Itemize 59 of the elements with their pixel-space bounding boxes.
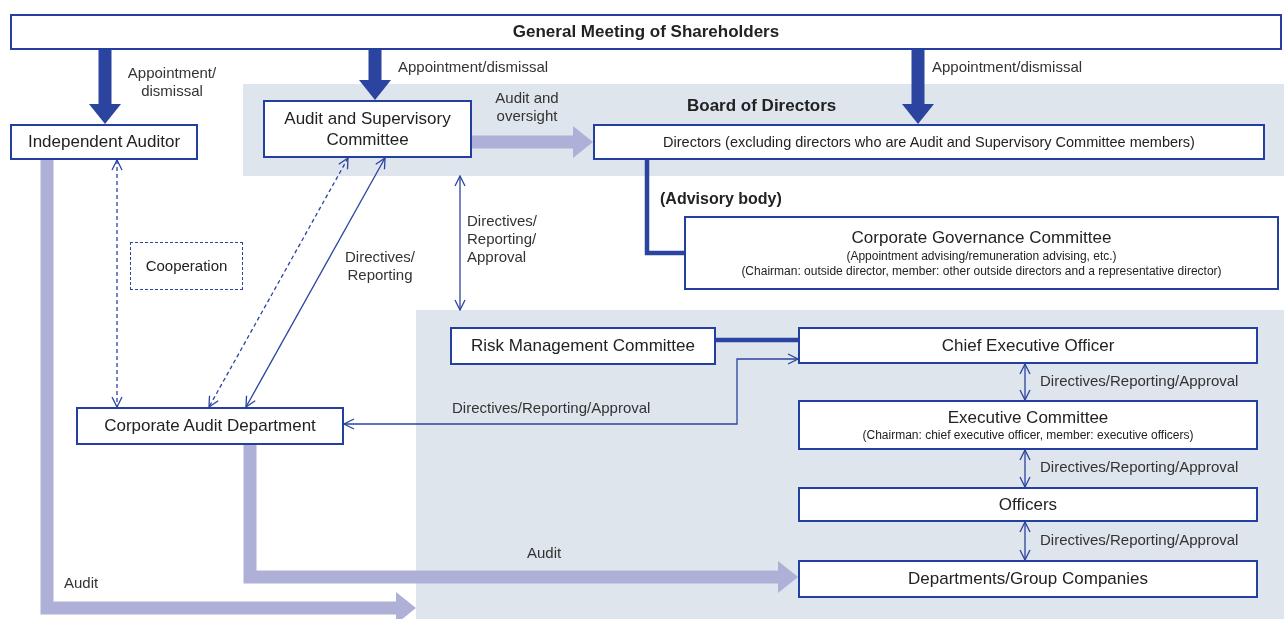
node-note: (Chairman: chief executive officer, member: executive officers) — [862, 428, 1194, 444]
edge-label: Directives/ Reporting/ Approval — [467, 212, 538, 266]
arrow — [1019, 363, 1031, 401]
edge-label: Directives/Reporting/Approval — [1040, 458, 1240, 476]
node-title: Departments/Group Companies — [908, 568, 1148, 590]
edge-label: Audit — [64, 574, 100, 592]
arrow — [208, 157, 349, 408]
arrow — [454, 175, 466, 311]
node-title: Corporate Governance Committee — [851, 227, 1112, 249]
arrow — [1019, 521, 1031, 561]
process-box — [263, 100, 472, 158]
arrow — [343, 353, 799, 430]
arrow — [245, 157, 386, 408]
edge-label: Appointment/dismissal — [932, 58, 1084, 76]
process-box — [684, 216, 1279, 290]
edge-label: Directives/Reporting/Approval — [1040, 372, 1240, 390]
edge-label: Directives/Reporting/Approval — [1040, 531, 1240, 549]
node-title: Officers — [998, 493, 1058, 516]
arrow — [1019, 449, 1031, 488]
node-title: Directors (excluding directors who are Audit and Supervisory Committee members) — [663, 132, 1195, 152]
node-title: General Meeting of Shareholders — [512, 21, 780, 43]
node-title: Executive Committee — [947, 406, 1109, 429]
connector-line — [716, 337, 798, 343]
process-box — [798, 400, 1258, 450]
process-box — [10, 124, 198, 160]
note-box — [130, 242, 243, 290]
node-title: Chief Executive Officer — [941, 334, 1115, 357]
process-box — [76, 407, 344, 445]
arrow — [89, 50, 121, 124]
node-title: Corporate Audit Department — [104, 415, 316, 437]
edge-label: Directives/Reporting/Approval — [452, 399, 652, 417]
edge-label: Directives/ Reporting — [344, 248, 416, 284]
connector-line — [644, 160, 684, 256]
process-box — [450, 327, 716, 365]
node-title: Independent Auditor — [27, 131, 181, 153]
arrow — [359, 50, 391, 100]
node-caption: (Advisory body) — [660, 189, 782, 209]
node-note: (Chairman: outside director, member: other outside directors and a representative director) — [741, 263, 1222, 279]
arrow — [902, 50, 934, 124]
node-title: Risk Management Committee — [471, 335, 695, 357]
process-box — [593, 124, 1265, 160]
arrow — [111, 159, 123, 408]
arrow — [243, 445, 798, 593]
node-title: Audit and Supervisory Committee — [283, 107, 452, 151]
edge-label: Audit — [527, 544, 563, 562]
arrow — [40, 160, 416, 619]
process-box — [798, 487, 1258, 522]
edge-label: Appointment/dismissal — [398, 58, 550, 76]
node-title: Cooperation — [145, 256, 228, 276]
process-box — [10, 14, 1282, 50]
process-box — [798, 327, 1258, 364]
group-band — [416, 310, 1284, 619]
edge-label: Audit and oversight — [494, 89, 560, 125]
edge-label: Appointment/ dismissal — [126, 64, 218, 100]
group-heading: Board of Directors — [687, 95, 837, 117]
node-note: (Appointment advising/remuneration advising, etc.) — [846, 248, 1117, 264]
process-box — [798, 560, 1258, 598]
arrow — [472, 126, 593, 158]
group-band — [243, 84, 1284, 176]
